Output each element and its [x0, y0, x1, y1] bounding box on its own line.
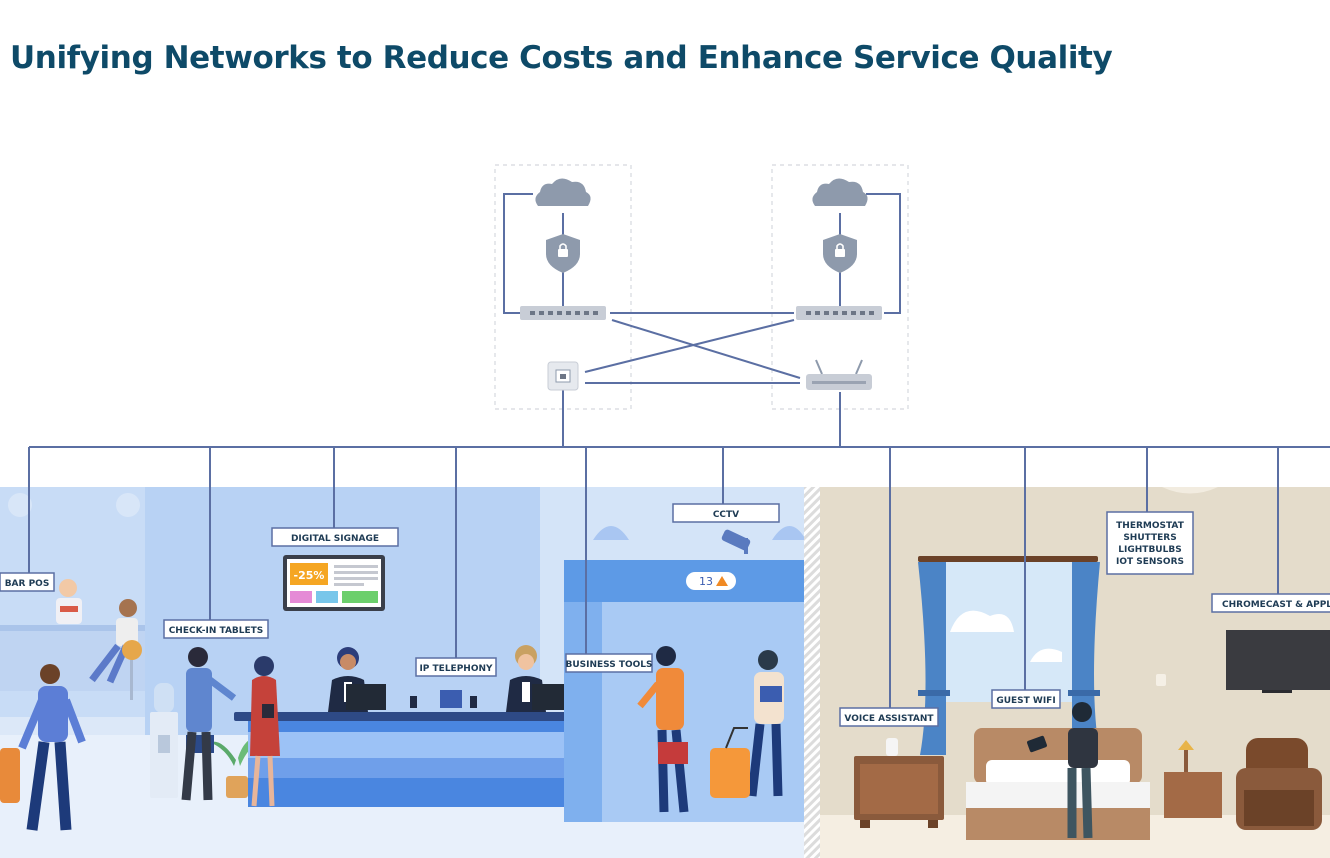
traveller-right — [710, 650, 784, 798]
access-point-icon — [547, 361, 579, 391]
desk-phone — [440, 690, 462, 708]
wall-switch — [1156, 674, 1166, 686]
ceiling-lamp — [1162, 487, 1218, 494]
label-ip-telephony[interactable]: IP TELEPHONY — [415, 657, 497, 677]
cctv-camera-icon — [721, 529, 751, 554]
ceiling-lamp — [772, 526, 806, 540]
cloud-icon — [535, 178, 591, 206]
bar-area — [0, 493, 145, 700]
guest-on-bed — [1027, 702, 1098, 839]
elevator-floor: 13 — [699, 575, 713, 588]
armchair — [1236, 738, 1322, 830]
svg-text:CHECK-IN TABLETS: CHECK-IN TABLETS — [169, 626, 264, 636]
up-arrow-icon — [716, 576, 728, 586]
staff-member — [506, 645, 574, 712]
scene-divider — [804, 487, 820, 858]
guest-business — [637, 646, 689, 813]
label-digital-signage[interactable]: DIGITAL SIGNAGE — [271, 527, 399, 547]
nightstand — [1164, 740, 1222, 818]
label-guest-wifi[interactable]: GUEST WIFI — [991, 689, 1061, 709]
svg-text:DIGITAL SIGNAGE: DIGITAL SIGNAGE — [291, 534, 379, 544]
svg-text:BAR POS: BAR POS — [5, 579, 50, 589]
svg-text:LIGHTBULBS: LIGHTBULBS — [1118, 545, 1181, 555]
label-check-in-tablets[interactable]: CHECK-IN TABLETS — [163, 619, 269, 639]
guest-man — [181, 647, 237, 801]
water-cooler — [150, 683, 178, 798]
lobby-scene: -25% — [0, 487, 806, 858]
router-icon — [806, 359, 872, 390]
bed — [966, 728, 1150, 840]
svg-text:IP TELEPHONY: IP TELEPHONY — [419, 664, 493, 674]
desk-phone — [410, 696, 417, 708]
nightstand — [854, 756, 944, 828]
label-business-tools[interactable]: BUSINESS TOOLS — [565, 653, 653, 673]
firewall-shield-icon — [823, 234, 857, 273]
staff-member — [328, 647, 386, 712]
guest-woman — [250, 656, 280, 807]
traveller-left — [0, 664, 86, 831]
svg-text:SHUTTERS: SHUTTERS — [1123, 533, 1176, 543]
network-switch-icon — [796, 306, 882, 320]
cloud-icon — [812, 178, 868, 206]
label-iot-devices[interactable]: THERMOSTAT SHUTTERS LIGHTBULBS IOT SENSO… — [1106, 511, 1194, 575]
svg-text:CHROMECAST & APPLE TV: CHROMECAST & APPLE TV — [1222, 600, 1330, 610]
network-switch-icon — [520, 306, 606, 320]
svg-text:THERMOSTAT: THERMOSTAT — [1116, 521, 1185, 531]
device-labels: BAR POS CHECK-IN TABLETS DIGITAL SIGNAGE… — [0, 503, 1330, 727]
svg-text:BUSINESS TOOLS: BUSINESS TOOLS — [565, 660, 652, 670]
svg-text:CCTV: CCTV — [713, 510, 739, 520]
ceiling-lamp — [593, 526, 629, 540]
voice-assistant-device — [886, 738, 898, 756]
label-voice-assistant[interactable]: VOICE ASSISTANT — [839, 707, 939, 727]
svg-text:GUEST WIFI: GUEST WIFI — [996, 696, 1055, 706]
label-chromecast[interactable]: CHROMECAST & APPLE TV — [1211, 593, 1330, 613]
guest-room-scene — [820, 487, 1330, 858]
window — [918, 556, 1100, 755]
network-core — [29, 164, 1330, 448]
tv — [1226, 630, 1330, 693]
signage-discount: -25% — [294, 569, 325, 582]
firewall-shield-icon — [546, 234, 580, 273]
page-title: Unifying Networks to Reduce Costs and En… — [10, 40, 1113, 76]
svg-text:VOICE ASSISTANT: VOICE ASSISTANT — [844, 714, 934, 724]
label-cctv[interactable]: CCTV — [672, 503, 780, 523]
label-bar-pos[interactable]: BAR POS — [0, 572, 55, 592]
desk-phone — [470, 696, 477, 708]
svg-text:IOT SENSORS: IOT SENSORS — [1116, 557, 1184, 567]
drop-lines — [28, 447, 1279, 708]
digital-signage-screen: -25% — [283, 555, 385, 611]
reception-desk — [234, 712, 634, 807]
